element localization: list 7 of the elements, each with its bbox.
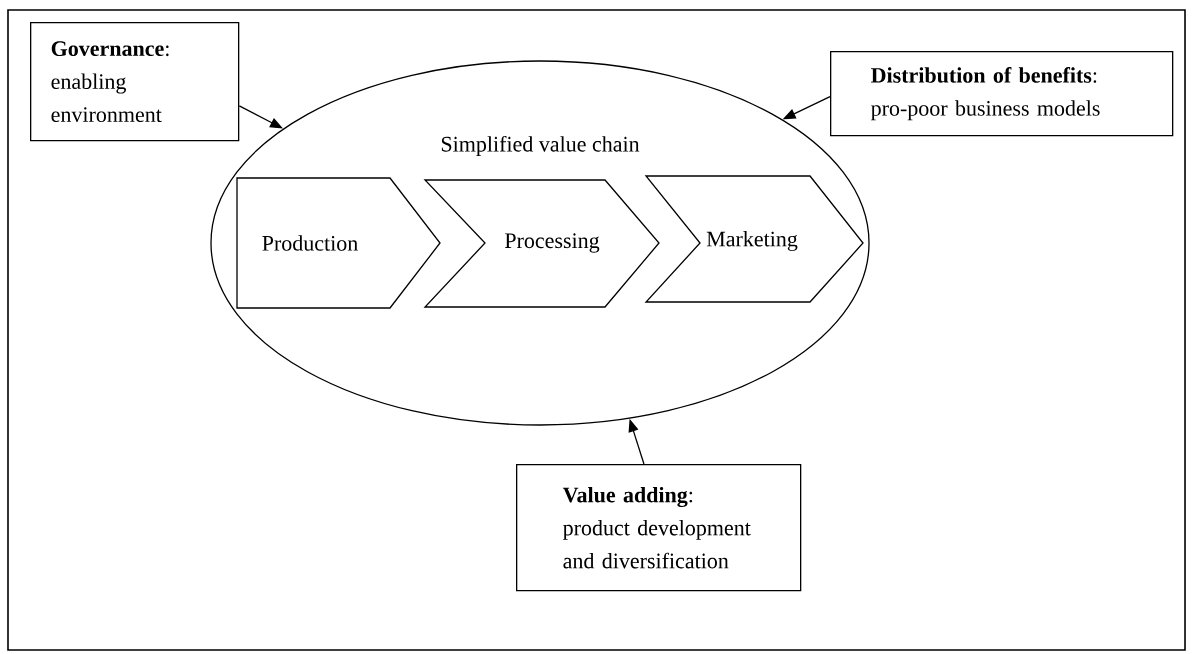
chevron-box: Processing xyxy=(423,179,660,308)
chevron-box: Production xyxy=(236,177,441,309)
text-box: Distribution of benefits: pro-poor business models xyxy=(830,51,1174,137)
chevron-box: Marketing xyxy=(644,175,864,303)
text-box: Governance: enabling environment xyxy=(30,22,240,142)
text-box: Value adding: product development and diversification xyxy=(516,464,802,592)
arrow xyxy=(238,105,283,129)
